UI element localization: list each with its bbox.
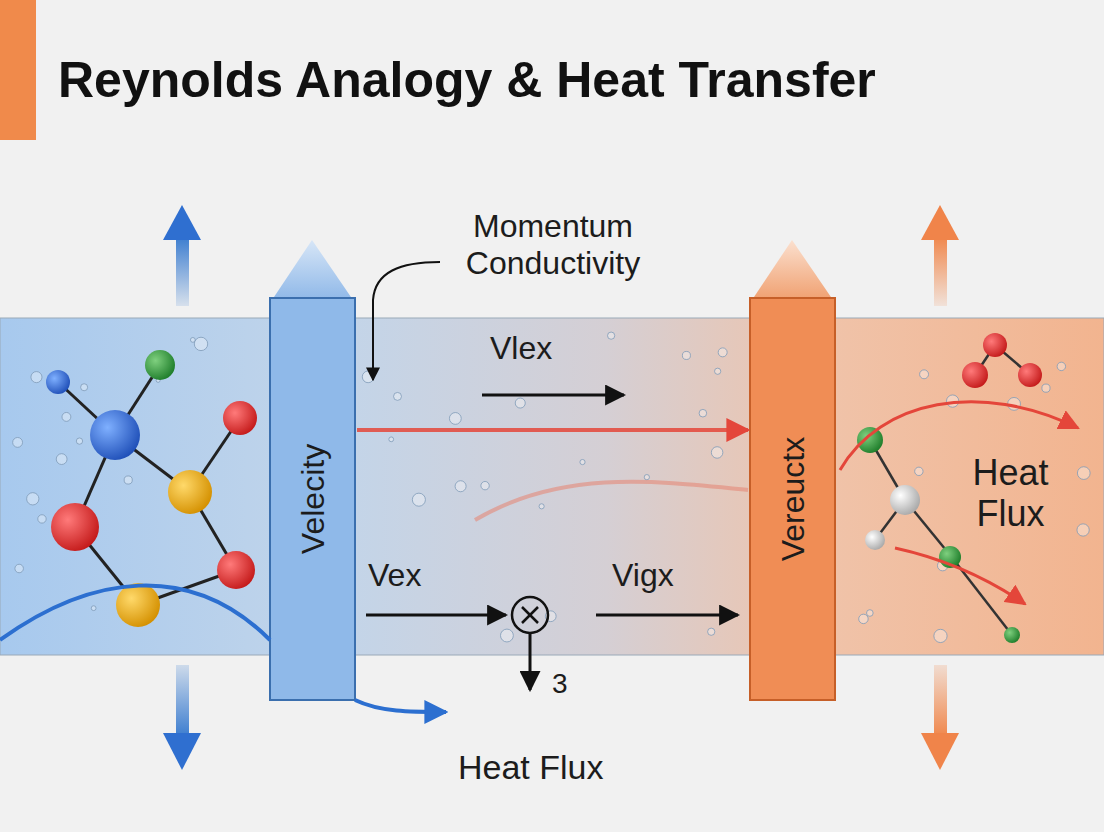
bubble <box>194 337 207 350</box>
bubble <box>915 467 923 475</box>
velocity-wave <box>0 585 446 712</box>
bubble <box>1077 524 1089 536</box>
flow-arrow <box>482 394 624 397</box>
bubble <box>449 413 461 425</box>
bubble <box>76 438 82 444</box>
cross-symbol <box>512 597 548 633</box>
flow-connector <box>357 428 748 432</box>
flow-arrow <box>596 614 738 617</box>
bubble <box>699 409 707 417</box>
heat-arrow <box>895 548 1025 604</box>
bubble <box>500 629 513 642</box>
bubble <box>389 437 394 442</box>
bubble <box>481 481 489 489</box>
bubble <box>31 372 42 383</box>
bubble <box>394 392 402 400</box>
bubble <box>920 370 929 379</box>
pillar-cap <box>272 240 353 300</box>
bubble <box>580 459 585 464</box>
flux-arrows <box>163 205 959 770</box>
bubble <box>56 454 67 465</box>
bubble <box>13 437 23 447</box>
bubble <box>190 337 195 342</box>
heat-pillar <box>750 298 835 700</box>
diagram-label: Vlex <box>490 330 552 367</box>
pillar-cap <box>752 240 833 300</box>
flow-curve <box>475 482 748 520</box>
bubble <box>708 628 715 635</box>
diagram-label: Vigx <box>612 557 674 594</box>
bubble <box>81 384 88 391</box>
diagram-label: 3 <box>552 668 568 700</box>
bubble <box>682 351 690 359</box>
bubble <box>412 493 425 506</box>
bubble <box>15 564 24 573</box>
bubble <box>515 398 525 408</box>
bubble <box>27 493 39 505</box>
flow-channel <box>0 318 1104 655</box>
accent-bar <box>0 0 36 140</box>
diagram-label: Momentum Conductivity <box>418 208 688 282</box>
diagram-label: Vex <box>368 557 421 594</box>
bubble <box>715 368 721 374</box>
bubble <box>859 614 868 623</box>
bubble <box>91 606 96 611</box>
bubble <box>644 475 649 480</box>
molecule <box>58 365 240 605</box>
bubble <box>867 610 874 617</box>
bubble <box>124 476 132 484</box>
diagram-label: Heat Flux <box>458 748 604 787</box>
bubble <box>38 515 46 523</box>
diagram-title: Reynolds Analogy & Heat Transfer <box>58 52 876 110</box>
bubble <box>1042 384 1050 392</box>
bubble <box>1057 362 1065 370</box>
bubble <box>934 629 947 642</box>
pillar-label: Velecity <box>294 444 331 554</box>
bubble <box>455 481 466 492</box>
bubble <box>718 348 727 357</box>
bubble <box>539 504 544 509</box>
velocity-pillar <box>270 298 355 700</box>
pillar-box: Vereuctx <box>750 298 835 700</box>
bubble <box>1077 467 1090 480</box>
bubble-texture <box>13 332 1090 643</box>
bubble <box>62 412 71 421</box>
bubble <box>608 332 615 339</box>
pillar-box: Velecity <box>270 298 355 700</box>
flux-arrow <box>529 634 532 690</box>
pillar-label: Vereuctx <box>774 437 811 562</box>
flow-arrow <box>366 614 506 617</box>
diagram-label: Heat Flux <box>948 452 1073 535</box>
bubble <box>711 447 723 459</box>
leader-line <box>373 262 440 380</box>
